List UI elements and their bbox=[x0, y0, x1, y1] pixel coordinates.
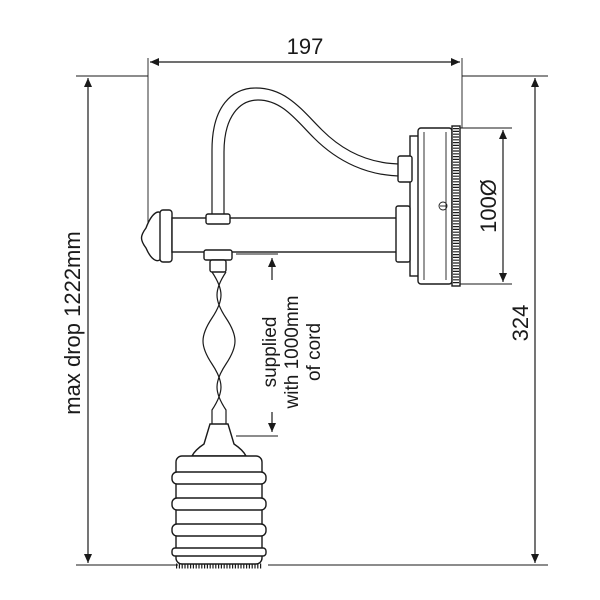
cord-note-line-1: supplied bbox=[260, 317, 281, 388]
bracket-arm bbox=[140, 205, 411, 273]
swan-neck-arm bbox=[211, 87, 413, 216]
max-drop-dimension: max drop 1222mm bbox=[60, 75, 178, 566]
width-label: 197 bbox=[287, 34, 324, 59]
height-label: 324 bbox=[508, 305, 533, 342]
width-dimension: 197 bbox=[147, 34, 463, 240]
lamp-holder bbox=[171, 423, 267, 569]
max-drop-label: max drop 1222mm bbox=[60, 231, 85, 414]
cord-length-dimension: supplied with 1000mm of cord bbox=[236, 253, 325, 437]
wall-back-plate bbox=[409, 125, 461, 287]
cord-note-line-2: with 1000mm bbox=[282, 296, 303, 410]
plate-diameter-dimension: 100Ø bbox=[458, 127, 512, 285]
cord-note-line-3: of cord bbox=[304, 323, 325, 381]
plate-diameter-label: 100Ø bbox=[476, 179, 501, 233]
screw-icon bbox=[438, 201, 448, 211]
height-dimension: 324 bbox=[268, 75, 548, 566]
twisted-cord bbox=[202, 271, 236, 424]
